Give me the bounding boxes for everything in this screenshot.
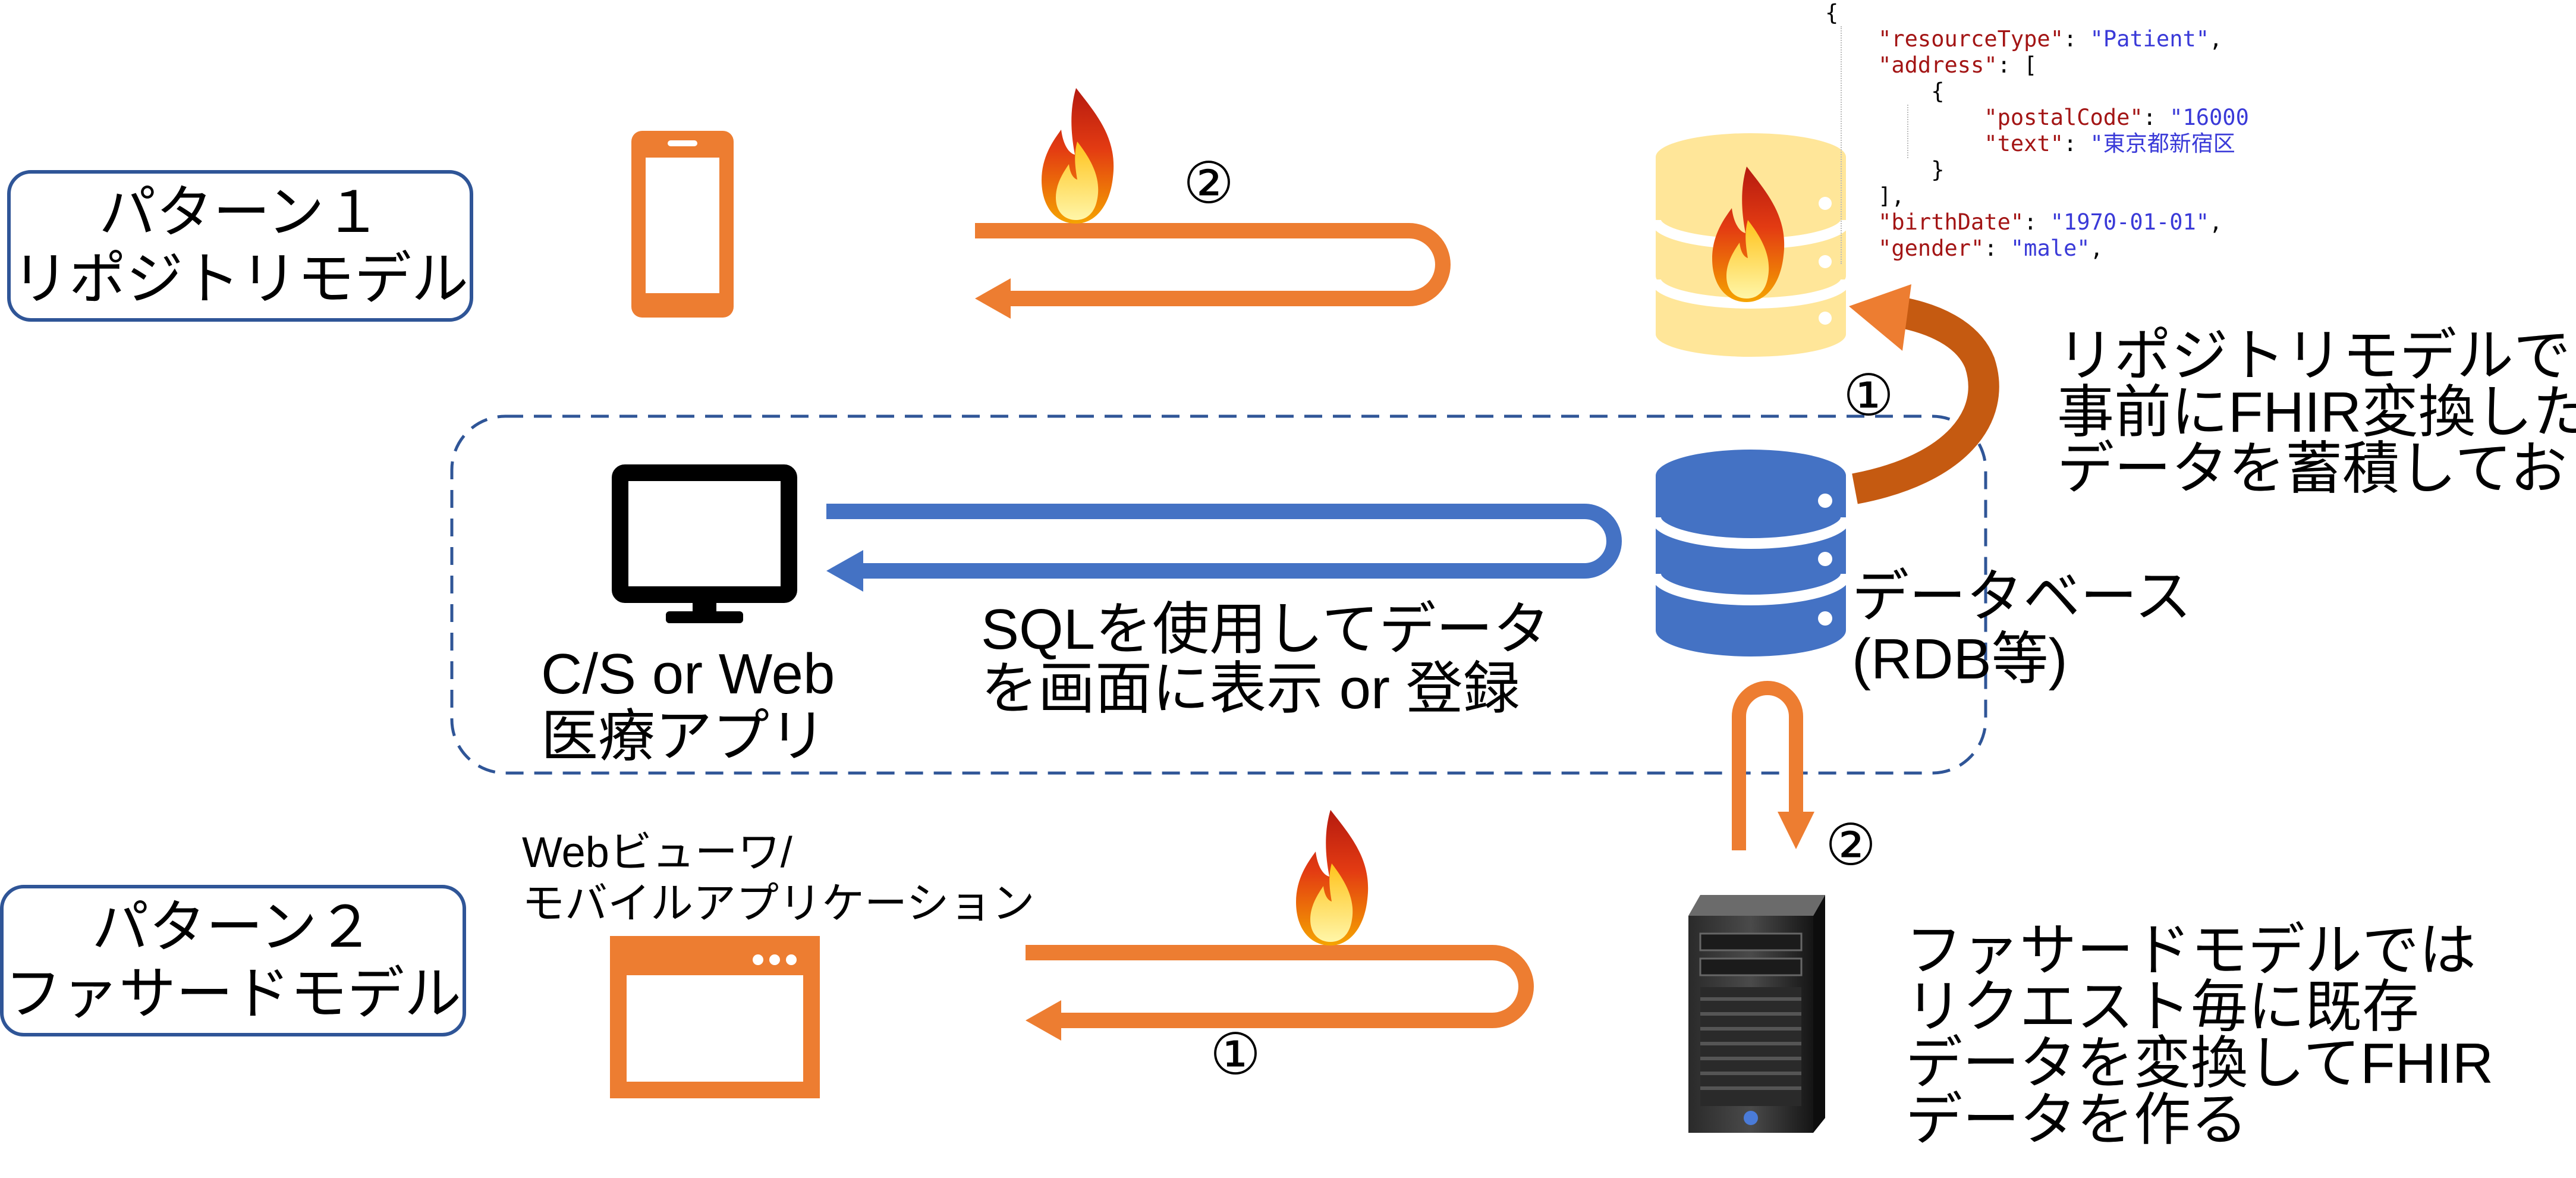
json-value: ], bbox=[1878, 183, 1905, 209]
repository-note-line3: データを蓄積しておく bbox=[2057, 437, 2576, 501]
repository-note-line2: 事前にFHIR変換した bbox=[2057, 381, 2576, 444]
json-line: ], bbox=[1825, 183, 1905, 209]
pattern1-label-box: パターン１ リポジトリモデル bbox=[7, 170, 473, 322]
facade-note-line4: データを作る bbox=[1905, 1088, 2248, 1152]
pattern2-title: パターン２ bbox=[92, 895, 375, 959]
fire-icon bbox=[1042, 88, 1114, 224]
facade-note-line3: データを変換してFHIR bbox=[1905, 1032, 2494, 1095]
conversion-curved-arrow bbox=[1849, 284, 1999, 504]
json-key: "text" bbox=[1984, 131, 2064, 156]
existing-system-region bbox=[450, 414, 1987, 775]
repository-return-arrow bbox=[975, 223, 1451, 319]
step-label-top: ② bbox=[1183, 152, 1235, 215]
sql-arrow bbox=[826, 504, 1622, 592]
legacy-app-label-line2: 医療アプリ bbox=[541, 705, 826, 768]
json-line: "text": "東京都新宿区 bbox=[1984, 131, 2235, 156]
monitor-icon bbox=[612, 464, 797, 623]
fhir-json-sample: { "resourceType": "Patient", "address": … bbox=[1825, 0, 2271, 268]
json-line: "gender": "male", bbox=[1878, 235, 2103, 261]
database-label-line2: (RDB等) bbox=[1852, 627, 2068, 691]
legacy-app-label-line1: C/S or Web bbox=[541, 642, 835, 706]
json-value: [ bbox=[2024, 52, 2037, 78]
sql-label-line2: を画面に表示 or 登録 bbox=[981, 657, 1520, 721]
facade-note-line2: リクエスト毎に既存 bbox=[1905, 975, 2419, 1039]
browser-window-icon bbox=[610, 936, 820, 1098]
database-icon bbox=[1650, 450, 1851, 656]
smartphone-icon bbox=[631, 131, 734, 318]
repository-note-line1: リポジトリモデルでは bbox=[2057, 324, 2576, 388]
json-value: "1970-01-01" bbox=[2050, 209, 2210, 235]
json-line: { bbox=[1825, 0, 1838, 26]
json-key: "postalCode" bbox=[1984, 105, 2143, 130]
facade-note-line1: ファサードモデルでは bbox=[1905, 919, 2476, 982]
json-value: "東京都新宿区 bbox=[2090, 131, 2235, 156]
json-value: "male" bbox=[2010, 235, 2090, 261]
web-viewer-label-line1: Webビューワ/ bbox=[522, 829, 792, 877]
json-value: { bbox=[1931, 78, 1945, 104]
step-label-db-to-server: ② bbox=[1825, 813, 1877, 877]
step-label-repository: ① bbox=[1843, 364, 1895, 428]
json-key: "gender" bbox=[1878, 235, 1984, 261]
json-key: "birthDate" bbox=[1878, 209, 2024, 235]
json-value: "Patient" bbox=[2090, 26, 2210, 52]
step-label-bottom: ① bbox=[1210, 1023, 1262, 1086]
pattern2-subtitle: ファサードモデル bbox=[5, 962, 461, 1026]
json-value: } bbox=[1931, 157, 1945, 183]
db-to-server-arrow bbox=[1732, 681, 1814, 850]
json-line: "postalCode": "16000 bbox=[1984, 105, 2249, 130]
json-line: "resourceType": "Patient", bbox=[1878, 26, 2223, 52]
pattern1-subtitle: リポジトリモデル bbox=[12, 247, 468, 311]
facade-return-arrow bbox=[1026, 945, 1534, 1041]
facade-fire-icon bbox=[1296, 810, 1369, 945]
json-line: "address": [ bbox=[1878, 52, 2037, 78]
sql-label-line1: SQLを使用してデータ bbox=[981, 598, 1550, 661]
json-key: "address" bbox=[1878, 52, 1998, 78]
json-line: } bbox=[1825, 157, 1945, 183]
server-icon bbox=[1688, 895, 1825, 1133]
json-value: { bbox=[1825, 0, 1839, 26]
json-key: "resourceType" bbox=[1878, 26, 2064, 52]
pattern1-title: パターン１ bbox=[99, 180, 382, 244]
database-label-line1: データベース bbox=[1852, 565, 2192, 629]
pattern2-label-box: パターン２ ファサードモデル bbox=[0, 885, 466, 1036]
json-line: { bbox=[1825, 78, 1945, 105]
web-viewer-label-line2: モバイルアプリケーション bbox=[522, 880, 1035, 928]
json-value: "16000 bbox=[2169, 105, 2249, 130]
json-line: "birthDate": "1970-01-01", bbox=[1878, 209, 2223, 235]
